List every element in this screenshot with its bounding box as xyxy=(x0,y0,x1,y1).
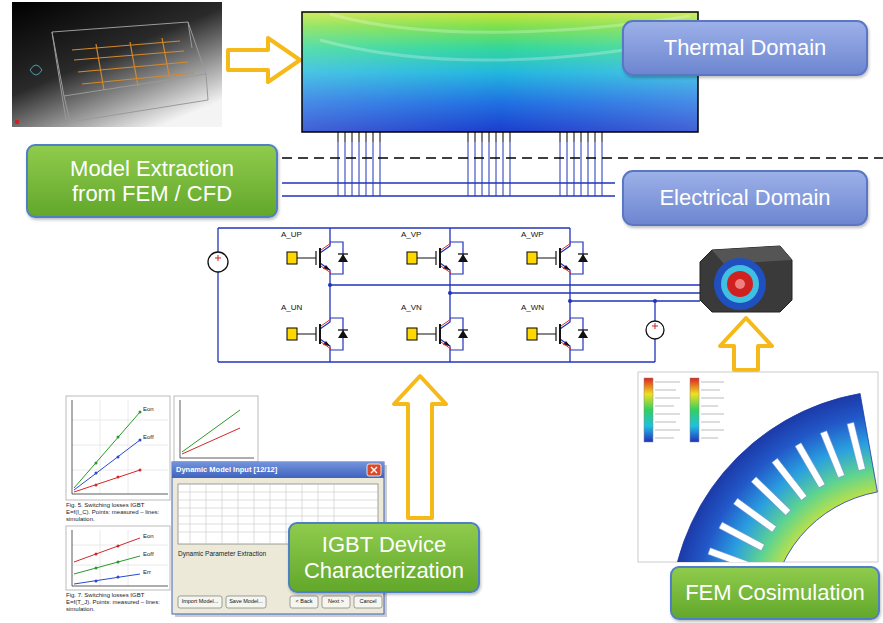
button-label: Save Model... xyxy=(226,598,266,605)
color-scale xyxy=(644,378,653,442)
device-name: A_VP xyxy=(400,230,422,240)
block-arrow xyxy=(394,376,446,518)
step-box: IGBT Device Characterization xyxy=(288,522,480,593)
igbt-symbol xyxy=(287,238,588,354)
close-button xyxy=(367,464,381,476)
curve-label: Eoff xyxy=(143,551,168,558)
step-box: Model Extraction from FEM / CFD xyxy=(26,144,278,218)
box-label: FEM Cosimulation xyxy=(685,580,865,605)
axis-marker xyxy=(15,120,19,124)
loss-chart xyxy=(66,526,170,590)
box-label: IGBT Device Characterization xyxy=(300,532,468,583)
button-label: < Back xyxy=(290,598,318,605)
device-name: A_WN xyxy=(520,303,545,313)
box-label: Model Extraction from FEM / CFD xyxy=(52,156,252,207)
button-label: Import Model... xyxy=(178,598,222,605)
curve-label: Eoff xyxy=(143,434,168,441)
wireframe-detail xyxy=(30,65,42,75)
step-box: FEM Cosimulation xyxy=(670,566,880,620)
dialog-button xyxy=(226,596,266,608)
button-label: Cancel xyxy=(354,598,382,605)
block-arrow xyxy=(720,318,772,370)
junction-dot xyxy=(328,283,657,303)
scale-ticks xyxy=(701,382,724,438)
loss-chart xyxy=(66,396,170,500)
figure-caption: Fig. 7. Switching losses IGBT E=f(T_J). … xyxy=(66,592,170,614)
dialog-button xyxy=(354,596,382,608)
leg-wire xyxy=(330,228,570,362)
source-lead xyxy=(217,228,218,362)
cad-background xyxy=(12,2,222,127)
scale-ticks xyxy=(655,382,680,438)
thermal-wire xyxy=(338,142,602,196)
block-arrow xyxy=(228,38,300,82)
device-name: A_WP xyxy=(520,230,545,240)
domain-box: Electrical Domain xyxy=(622,170,868,226)
motor-model xyxy=(700,246,792,312)
dialog-button xyxy=(290,596,318,608)
device-name: A_UP xyxy=(280,230,303,240)
button-label: Next > xyxy=(322,598,350,605)
box-label: Thermal Domain xyxy=(664,35,827,60)
device-name: A_VN xyxy=(400,303,423,313)
cad-model-image xyxy=(12,2,222,127)
dc-bus-negative xyxy=(218,361,655,362)
dialog-button xyxy=(178,596,222,608)
wireframe-housing xyxy=(52,22,208,122)
dc-bus-positive xyxy=(218,227,570,228)
domain-separator xyxy=(282,157,883,159)
voltage-source xyxy=(208,252,664,339)
curve-label: Eon xyxy=(143,533,168,540)
device-name: A_UN xyxy=(280,303,303,313)
curve-label: Eon xyxy=(143,406,168,413)
color-scale xyxy=(690,378,699,442)
section-label: Dynamic Parameter Extraction xyxy=(178,550,286,558)
phase-wire xyxy=(330,285,700,301)
dialog-button xyxy=(322,596,350,608)
thermal-pin xyxy=(338,132,602,142)
curve-label: Err xyxy=(143,569,168,576)
domain-box: Thermal Domain xyxy=(622,20,868,76)
loss-chart xyxy=(174,396,258,462)
thermal-bus xyxy=(282,183,615,196)
figure-caption: Fig. 5. Switching losses IGBT E=f(I_C). … xyxy=(66,502,170,524)
window-title: Dynamic Model Input [12/12] xyxy=(176,465,362,474)
wireframe-modules xyxy=(72,38,194,90)
box-label: Electrical Domain xyxy=(659,185,830,210)
